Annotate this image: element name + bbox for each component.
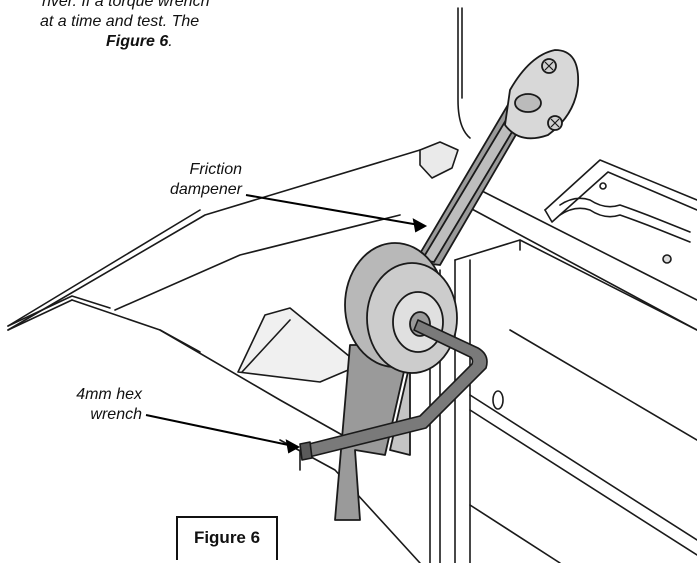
wrench-leader <box>145 414 299 448</box>
dampener-leader <box>245 194 426 227</box>
friction-dampener-label-line2: dampener <box>169 181 242 198</box>
instruction-line-3: Figure 6. <box>106 32 173 52</box>
figure-reference-period: . <box>168 33 173 50</box>
lid-edge <box>457 7 471 139</box>
friction-dampener-label: Friction dampener <box>160 160 242 200</box>
hex-wrench-label-line1: 4mm hex <box>76 386 142 403</box>
instruction-line-1: river. If a torque wrench <box>42 0 210 10</box>
friction-dampener-label-line1: Friction <box>189 161 242 178</box>
mount-plate <box>504 49 579 140</box>
hex-wrench-label-line2: wrench <box>90 406 142 423</box>
figure-reference: Figure 6 <box>106 33 169 50</box>
tray-outline <box>7 149 421 331</box>
figure-caption: Figure 6 <box>176 516 278 560</box>
hex-wrench-label: 4mm hex wrench <box>50 385 142 425</box>
instruction-line-2: at a time and test. The <box>40 13 200 30</box>
hinge-plate <box>544 159 697 211</box>
